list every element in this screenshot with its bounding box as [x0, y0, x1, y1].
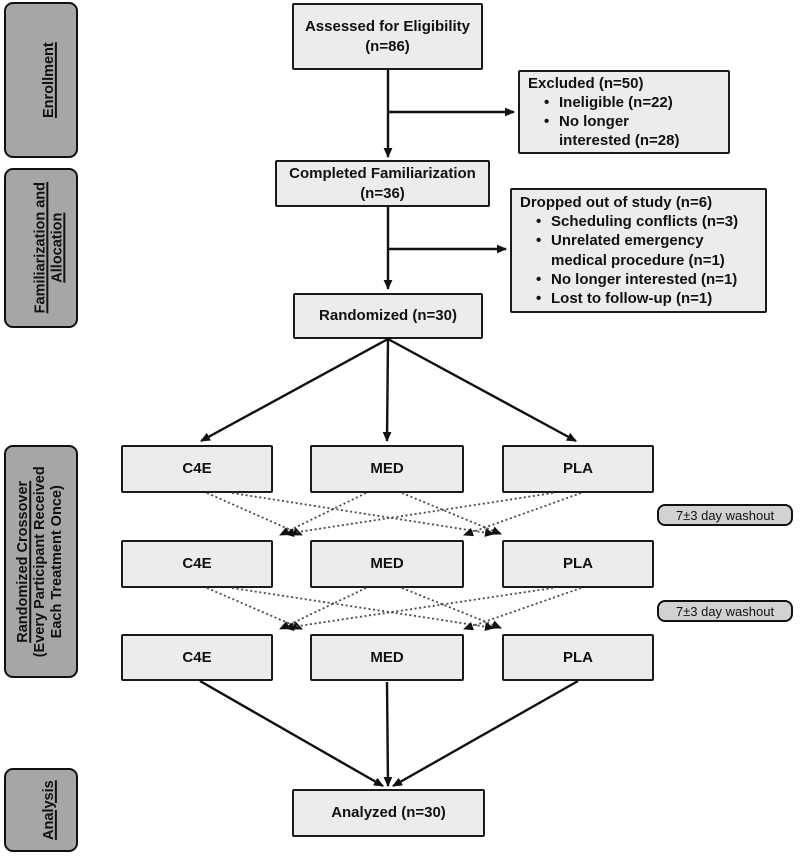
dropped-item: • No longer interested (n=1) [536, 270, 738, 289]
stage-enrollment-label: Enrollment [41, 42, 57, 118]
stage-analysis: Analysis [4, 768, 78, 852]
dropped-item-text: No longer interested (n=1) [551, 270, 738, 288]
washout-badge-1: 7±3 day washout [657, 504, 793, 526]
analyzed-box: Analyzed (n=30) [292, 789, 485, 837]
arrow-randomized-to-med [382, 338, 392, 442]
stage-familiarization-label: Familiarization and Allocation [32, 182, 66, 314]
dotted-arrow [401, 492, 502, 535]
dropped-item: • Unrelated emergency medical procedure … [536, 231, 738, 269]
dotted-arrow [231, 587, 495, 631]
bullet-glyph: • [536, 213, 542, 231]
dropped-item: • Lost to follow-up (n=1) [536, 289, 738, 308]
bullet-glyph: • [544, 93, 550, 111]
arrow-randomized-to-c4e [200, 337, 389, 443]
treatment-box-c4e-period2: C4E [121, 540, 273, 588]
dropped-item: • Scheduling conflicts (n=3) [536, 212, 738, 231]
dotted-arrow [401, 587, 502, 629]
treatment-box-pla-period3: PLA [502, 634, 654, 681]
stage-enrollment: Enrollment [4, 2, 78, 158]
excluded-item-text: Ineligible (n=22) [559, 93, 673, 111]
excluded-title: Excluded (n=50) [528, 74, 644, 92]
bullet-glyph: • [536, 289, 542, 307]
dotted-arrow [206, 587, 303, 630]
stage-crossover-subtitle: (Every Participant Received Each Treatme… [32, 465, 66, 658]
washout-badge-2: 7±3 day washout [657, 600, 793, 622]
dotted-arrow [279, 492, 367, 536]
excluded-list: • Ineligible (n=22) • No longer interest… [528, 93, 679, 151]
dotted-arrow [231, 492, 495, 537]
excluded-item: • No longer interested (n=28) [544, 112, 679, 150]
arrow-c4e-to-analyzed [199, 679, 384, 788]
dotted-arrow [206, 492, 303, 536]
assessed-eligibility-box: Assessed for Eligibility (n=86) [292, 3, 483, 70]
treatment-box-c4e-period1: C4E [121, 445, 273, 493]
dotted-arrow [463, 587, 582, 631]
bullet-glyph: • [536, 232, 542, 250]
treatment-box-c4e-period3: C4E [121, 634, 273, 681]
treatment-box-med-period3: MED [310, 634, 464, 681]
stage-analysis-label: Analysis [41, 780, 57, 840]
dropped-item-text: Unrelated emergency medical procedure (n… [551, 232, 725, 269]
arrow-med-to-analyzed [383, 681, 393, 787]
excluded-box: Excluded (n=50) • Ineligible (n=22) • No… [518, 70, 730, 154]
dropped-out-box: Dropped out of study (n=6) • Scheduling … [510, 188, 767, 313]
dropped-item-text: Lost to follow-up (n=1) [551, 289, 713, 307]
stage-familiarization-allocation: Familiarization and Allocation [4, 168, 78, 328]
arrow-randomized-to-pla [387, 337, 577, 443]
treatment-box-med-period1: MED [310, 445, 464, 493]
treatment-box-pla-period1: PLA [502, 445, 654, 493]
dropped-list: • Scheduling conflicts (n=3) • Unrelated… [520, 212, 738, 308]
treatment-box-pla-period2: PLA [502, 540, 654, 588]
dropped-title: Dropped out of study (n=6) [520, 193, 713, 211]
arrow-pla-to-analyzed [392, 679, 579, 788]
randomized-box: Randomized (n=30) [293, 293, 483, 339]
bullet-glyph: • [544, 113, 550, 130]
stage-randomized-crossover: Randomized Crossover (Every Participant … [4, 445, 78, 678]
dotted-arrow [279, 587, 367, 630]
dropped-item-text: Scheduling conflicts (n=3) [551, 213, 739, 231]
excluded-item: • Ineligible (n=22) [544, 93, 679, 112]
dotted-arrow [463, 492, 582, 537]
completed-familiarization-box: Completed Familiarization (n=36) [275, 160, 490, 207]
bullet-glyph: • [536, 270, 542, 288]
dotted-arrow [284, 492, 554, 537]
treatment-box-med-period2: MED [310, 540, 464, 588]
dotted-arrow [284, 587, 554, 632]
excluded-item-text: No longer interested (n=28) [559, 113, 680, 150]
stage-crossover-title: Randomized Crossover [15, 480, 32, 643]
